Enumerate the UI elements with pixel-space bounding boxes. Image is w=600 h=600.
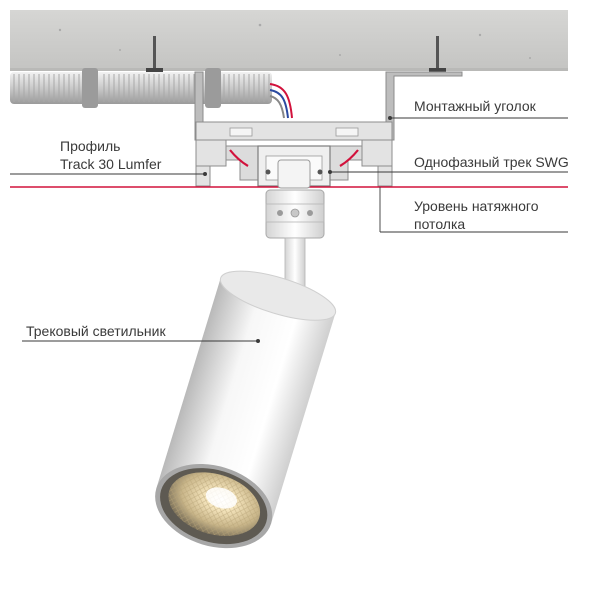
- label-mounting-bracket-text: Монтажный уголок: [414, 98, 536, 114]
- anchor-screw-icon: [429, 36, 446, 72]
- label-single-phase-track-text: Однофазный трек SWG: [414, 154, 569, 170]
- label-profile: Профиль Track 30 Lumfer: [60, 137, 161, 173]
- track-profile: [195, 121, 393, 187]
- supply-wires: [269, 83, 293, 119]
- track-adapter: [265, 159, 325, 239]
- label-mounting-bracket: Монтажный уголок: [414, 97, 536, 115]
- label-profile-line1: Профиль: [60, 138, 121, 154]
- conduit-ribs: [13, 74, 270, 102]
- leader-lines: [10, 116, 568, 343]
- concrete-ceiling-slab: [10, 10, 568, 71]
- label-ceiling-level-line1: Уровень натяжного: [414, 198, 539, 214]
- label-single-phase-track: Однофазный трек SWG: [414, 153, 569, 171]
- track-luminaire: [155, 270, 337, 549]
- label-track-luminaire: Трековый светильник: [26, 322, 166, 340]
- anchor-screw-icon: [146, 36, 163, 72]
- label-ceiling-level-line2: потолка: [414, 216, 466, 232]
- label-profile-line2: Track 30 Lumfer: [60, 156, 162, 172]
- label-track-luminaire-text: Трековый светильник: [26, 323, 166, 339]
- label-ceiling-level: Уровень натяжного потолка: [414, 197, 539, 233]
- corrugated-conduit: [10, 68, 272, 108]
